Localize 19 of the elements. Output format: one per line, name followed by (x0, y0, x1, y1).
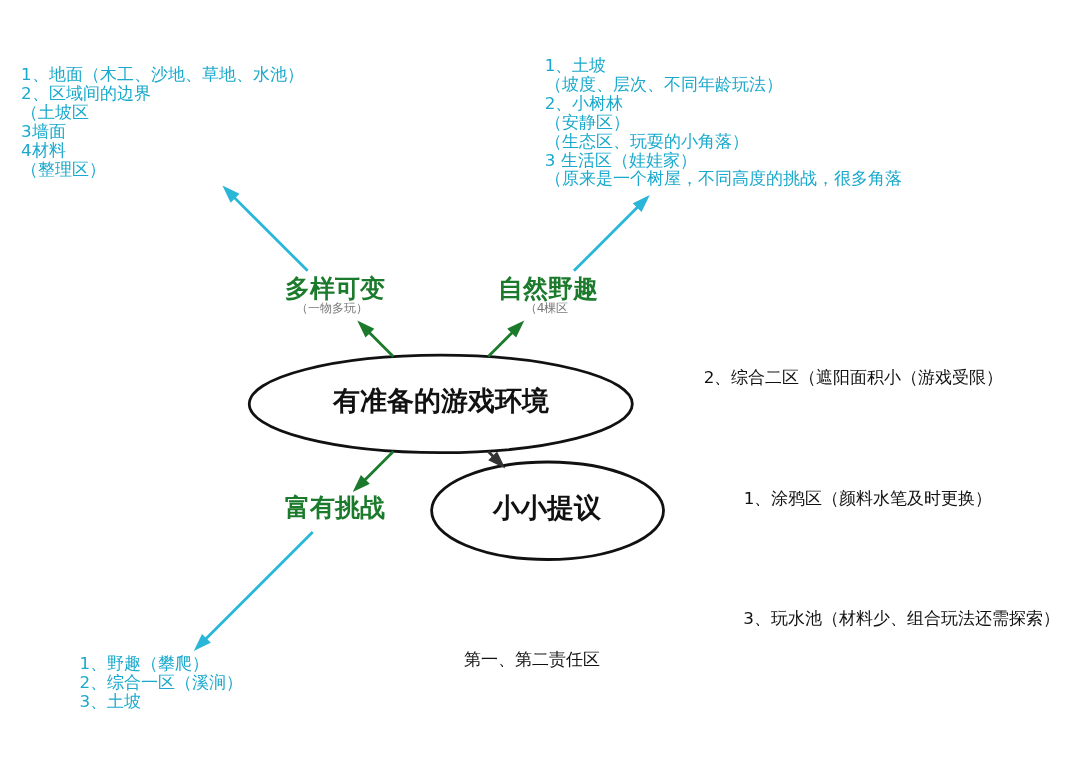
arrow (572, 194, 650, 272)
arrow (222, 185, 309, 272)
arrow (352, 449, 395, 492)
label: 1、涂鸦区（颜料水笔及时更换） (743, 487, 993, 508)
node-text: 自然野趣 (498, 273, 599, 303)
node-ellipse: 有准备的游戏环境 (247, 353, 634, 454)
node-text: 1、地面（木工、沙地、草地、水池） 2、区域间的边界 （土坡区 3墙面 4材料 （整理区） (21, 63, 304, 179)
node-text: 1、野趣（攀爬） 2、综合一区（溪涧） 3、土坡 (79, 652, 244, 711)
arrow (487, 319, 525, 357)
label: 2、综合二区（遮阳面积小（游戏受限） (703, 366, 1004, 387)
node-label: （一物多玩） (296, 300, 369, 315)
arrow (193, 530, 314, 651)
label: 第一、第二责任区 (464, 648, 601, 669)
arrow (357, 319, 395, 357)
node-text: 富有挑战 (284, 492, 385, 522)
node-text: 多样可变 (284, 273, 385, 303)
node-text: 1、土坡 （坡度、层次、不同年龄玩法） 2、小树林 （安静区） （生态区、玩耍的小角落） 3 生活区（娃娃家） （原来是一个树屋，不同高度的挑战，很多角落 (544, 54, 902, 188)
label: 3、玩水池（材料少、组合玩法还需探索） (743, 607, 1060, 628)
node-ellipse: 小小提议 (430, 460, 665, 561)
